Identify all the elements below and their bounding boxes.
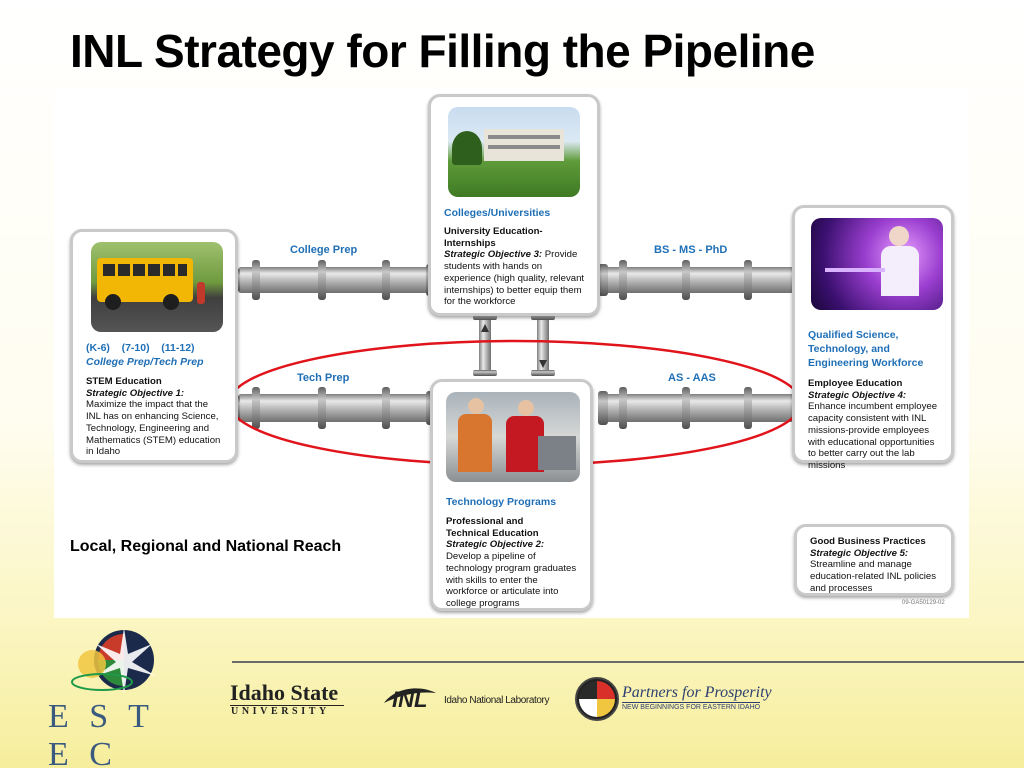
workforce-text: Enhance incumbent employee capacity cons… xyxy=(808,401,938,471)
reach-label: Local, Regional and National Reach xyxy=(70,538,342,555)
slide-title: INL Strategy for Filling the Pipeline xyxy=(70,25,815,77)
technology-objective: Strategic Objective 2: xyxy=(446,539,545,551)
card-workforce: Qualified Science, Technology, and Engin… xyxy=(792,205,954,471)
pipe-label-college-prep: College Prep xyxy=(290,244,358,256)
partners-medallion-icon xyxy=(575,677,619,721)
pipe-college-prep xyxy=(231,260,436,300)
business-text: Streamline and manage education-related … xyxy=(810,559,937,594)
estec-starburst-icon xyxy=(71,628,156,694)
colleges-sub: University Education-Internships xyxy=(444,226,543,249)
k12-objective: Strategic Objective 1: xyxy=(86,387,185,399)
footer-rule xyxy=(232,661,1024,663)
business-sub: Good Business Practices xyxy=(810,536,926,547)
school-bus-photo xyxy=(91,242,223,332)
pipe-label-tech-prep: Tech Prep xyxy=(297,372,350,384)
pipe-tech-prep xyxy=(231,387,436,429)
card-business-practices: Good Business Practices Strategic Object… xyxy=(794,524,954,596)
estec-wordmark: E S T E C xyxy=(48,698,155,768)
technology-text: Develop a pipeline of technology program… xyxy=(446,551,577,609)
inl-mark: INL xyxy=(392,687,428,712)
workforce-objective: Strategic Objective 4: xyxy=(808,389,907,401)
vertical-connector-up xyxy=(473,314,497,376)
estec-logo: E S T E C xyxy=(40,620,190,768)
business-objective: Strategic Objective 5: xyxy=(810,547,909,559)
workforce-heading: Qualified Science, Technology, and Engin… xyxy=(808,329,924,369)
isu-line1: Idaho State xyxy=(230,680,339,705)
colleges-objective: Strategic Objective 3: xyxy=(444,249,543,261)
card-colleges: Colleges/Universities University Educati… xyxy=(428,94,600,316)
partners-line2: NEW BEGINNINGS FOR EASTERN IDAHO xyxy=(622,704,761,711)
k12-grades: (K-6) (7-10) (11-12) xyxy=(86,342,195,354)
technicians-photo xyxy=(446,392,580,482)
pipe-label-bs-ms-phd: BS - MS - PhD xyxy=(654,244,728,256)
pipe-as-aas xyxy=(598,387,801,429)
colleges-heading: Colleges/Universities xyxy=(444,207,551,219)
k12-heading: College Prep/Tech Prep xyxy=(86,356,204,368)
card-technology: Technology Programs Professional and Tec… xyxy=(430,379,593,611)
inl-swoosh-icon xyxy=(384,688,436,703)
isu-logo: Idaho State UNIVERSITY xyxy=(230,680,350,720)
isu-line2: UNIVERSITY xyxy=(231,706,330,717)
workforce-sub: Employee Education xyxy=(808,378,903,389)
pipe-label-as-aas: AS - AAS xyxy=(668,372,716,384)
vertical-connector-down xyxy=(531,314,555,376)
technology-heading: Technology Programs xyxy=(446,496,557,508)
card-k12: (K-6) (7-10) (11-12) College Prep/Tech P… xyxy=(70,229,238,463)
lab-scientists-photo xyxy=(811,218,943,310)
partners-line1: Partners for Prosperity xyxy=(622,684,772,701)
inl-name: Idaho National Laboratory xyxy=(444,695,550,706)
inl-logo: INL Idaho National Laboratory xyxy=(380,683,550,719)
k12-sub: STEM Education xyxy=(86,376,162,387)
partners-logo: Partners for Prosperity NEW BEGINNINGS F… xyxy=(574,676,774,722)
colleges-text: Provide students with hands on experienc… xyxy=(444,249,585,308)
technology-sub: Professional and Technical Education xyxy=(446,516,539,539)
k12-text: Maximize the impact that the INL has on … xyxy=(86,399,221,458)
campus-photo xyxy=(448,107,580,197)
pipe-bs-ms-phd xyxy=(598,260,801,300)
document-code: 09-GA50129-02 xyxy=(902,600,945,606)
